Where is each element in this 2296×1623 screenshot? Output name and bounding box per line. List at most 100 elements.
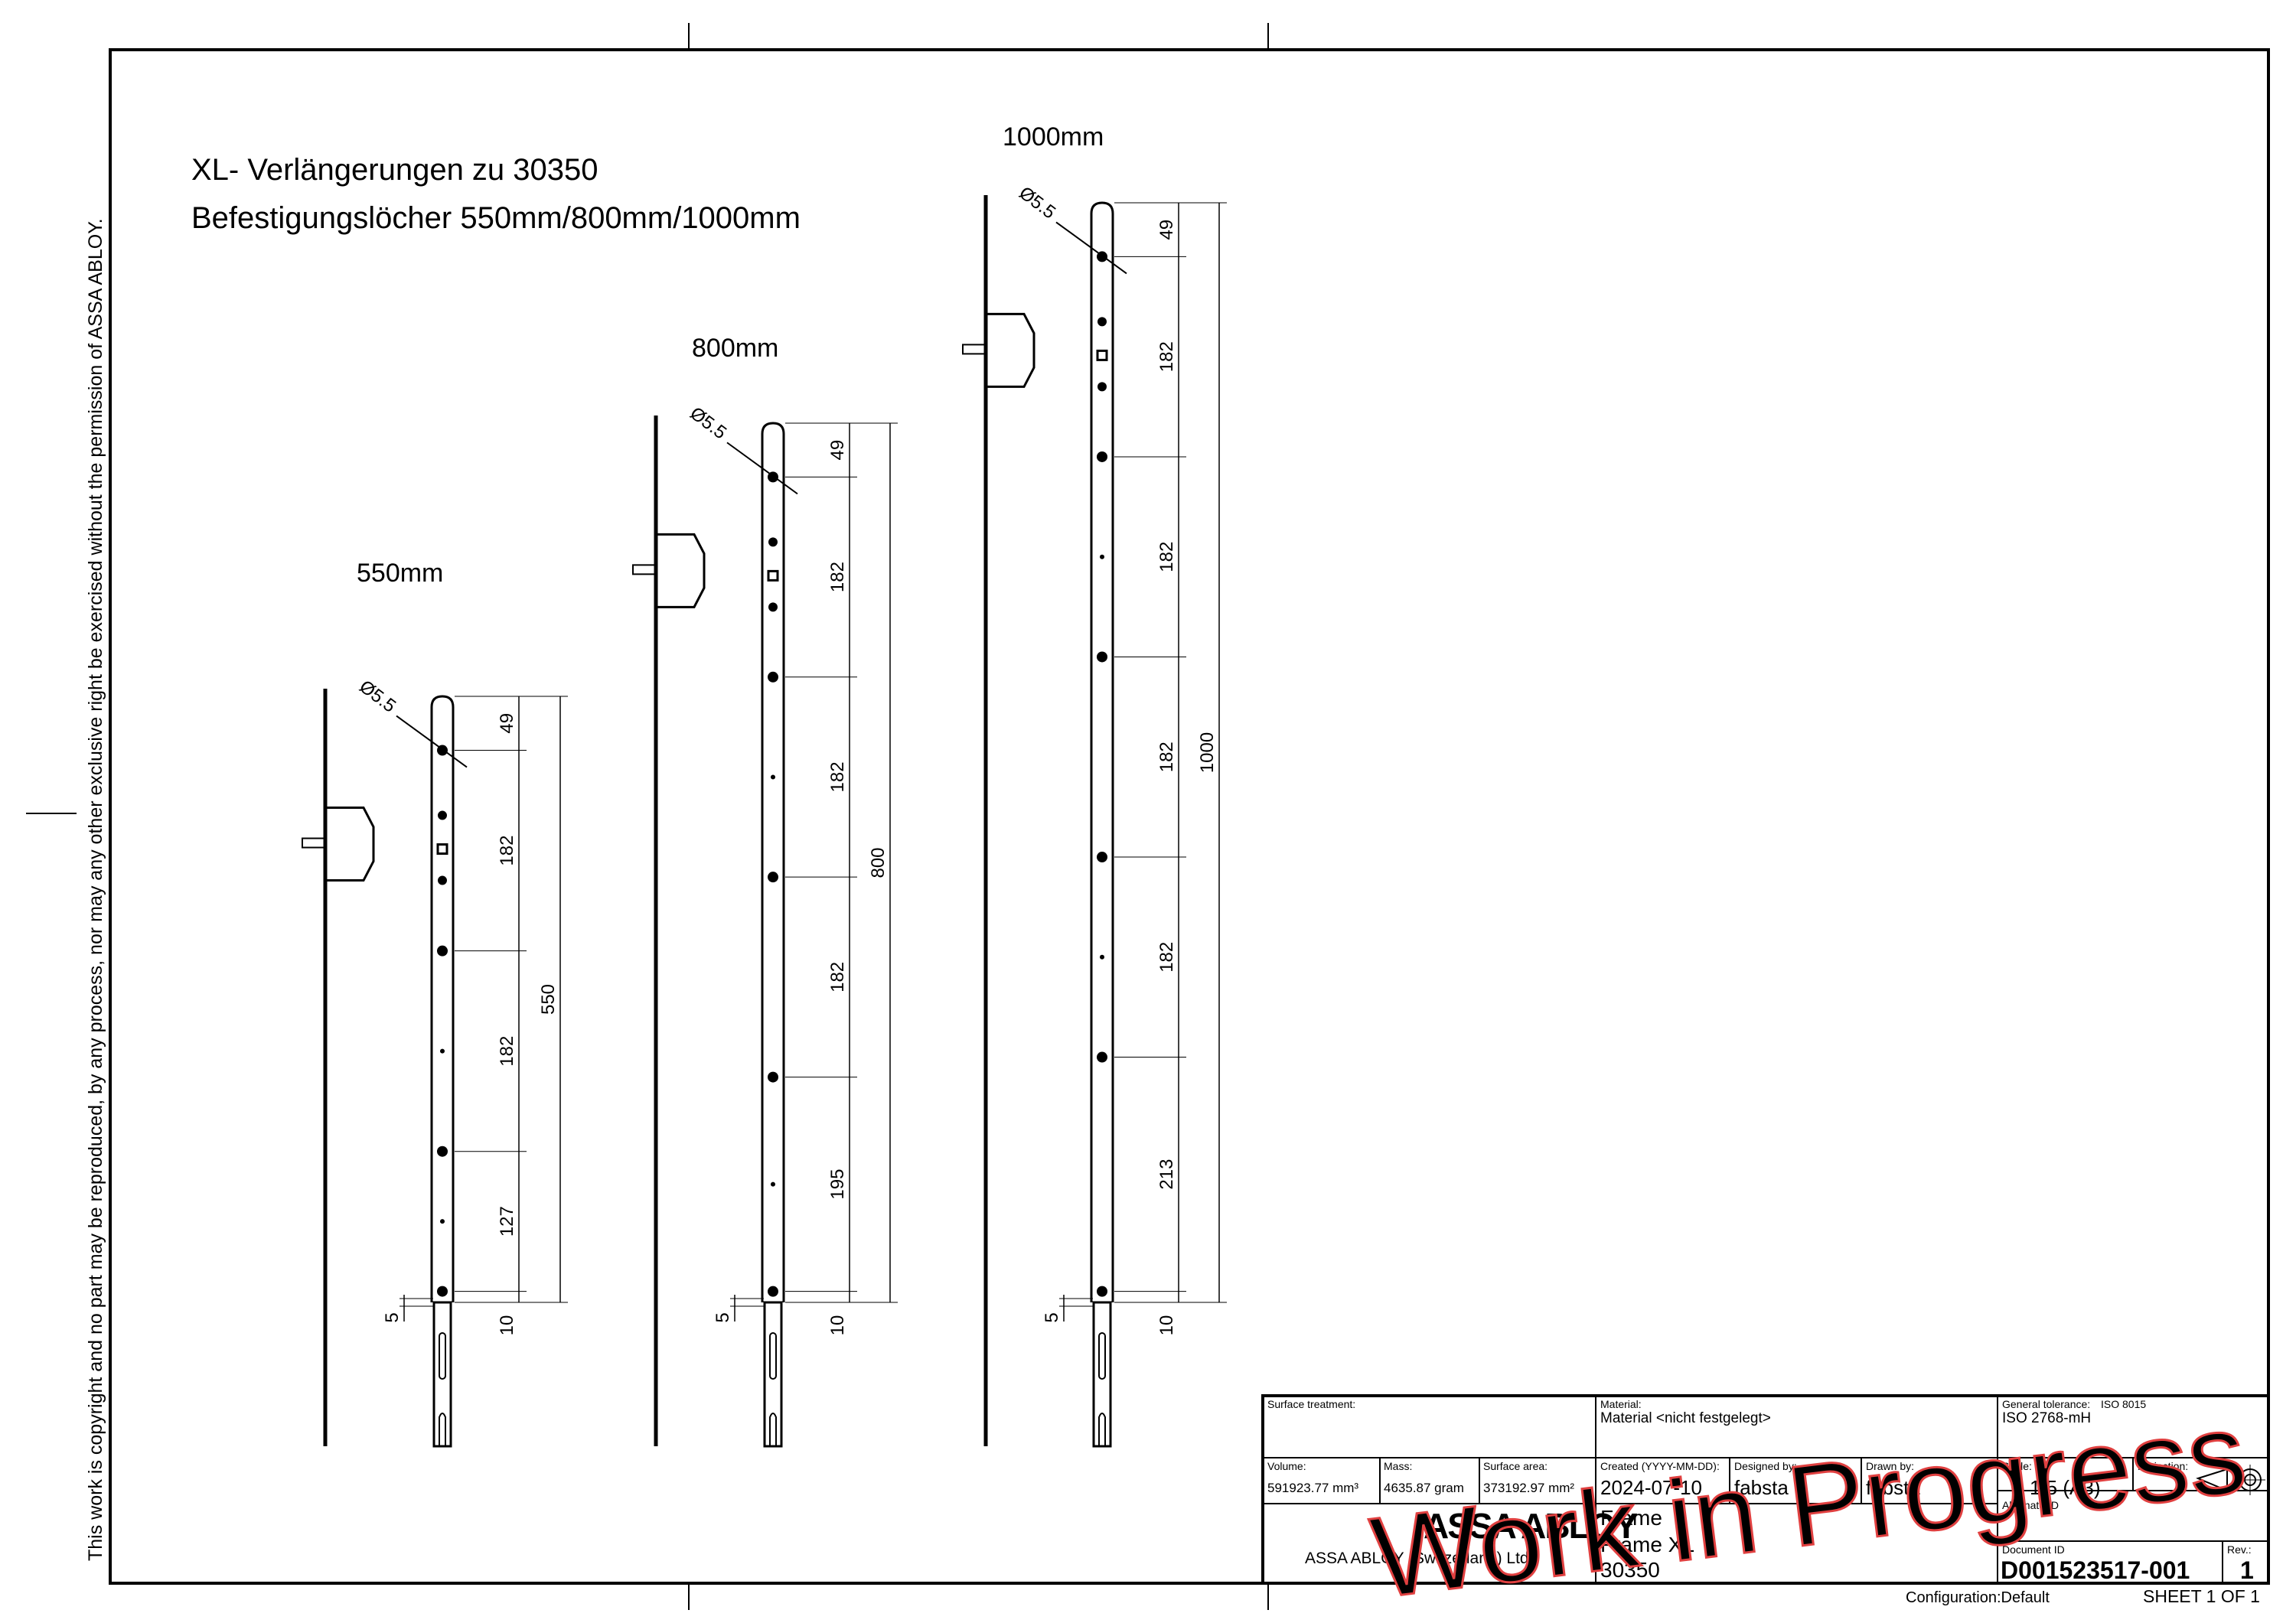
mounting-hole [1097, 852, 1107, 863]
dimension-value: 182 [1156, 341, 1177, 372]
hole-diameter-label: Ø5.5 [355, 676, 400, 717]
surface-area-value: 373192.97 mm² [1483, 1481, 1574, 1495]
side-view-fitting [325, 807, 375, 882]
mass-label: Mass: [1384, 1460, 1412, 1472]
tail-end-slot [439, 1413, 446, 1446]
mounting-hole [768, 671, 778, 683]
pilot-hole [771, 774, 775, 780]
title-block-border [1261, 1394, 2270, 1585]
dimension-value: 127 [497, 1206, 517, 1237]
side-view-pin [962, 344, 987, 355]
designed-by-label: Designed by: [1734, 1460, 1797, 1472]
dimension-value: 182 [827, 761, 848, 792]
front-view-bar [1090, 201, 1114, 1302]
created-value: 2024-07-10 [1600, 1476, 1702, 1499]
pilot-hole [440, 1048, 445, 1054]
drawn-by-label: Drawn by: [1866, 1460, 1914, 1472]
lock-square-hole [767, 569, 779, 582]
dimension-value: 49 [1156, 220, 1177, 240]
dimension-value: 182 [827, 962, 848, 992]
dimension-value: 49 [827, 440, 848, 461]
bar-tail-tab [1092, 1301, 1112, 1448]
projection-symbol-icon [2196, 1465, 2265, 1495]
pilot-hole [1100, 554, 1104, 559]
view-label: 800mm [692, 334, 778, 363]
pilot-hole [440, 1219, 445, 1224]
side-view-fitting [656, 533, 706, 608]
mounting-hole [1097, 1051, 1107, 1063]
lock-hole [1097, 382, 1107, 392]
tail-dimension-value: 5 [1042, 1312, 1062, 1322]
side-view-fitting [986, 312, 1035, 388]
volume-value: 591923.77 mm³ [1267, 1481, 1358, 1495]
tail-end-slot [1098, 1413, 1106, 1446]
lock-hole [768, 537, 778, 547]
volume-label: Volume: [1267, 1460, 1306, 1472]
drawing-name-line3: 30350 [1600, 1558, 1660, 1582]
alternate-id-label: Alternate ID [2002, 1499, 2059, 1511]
tail-dimension-value: 5 [713, 1312, 733, 1322]
surface-area-label: Surface area: [1483, 1460, 1548, 1472]
dimension-value: 195 [827, 1169, 848, 1200]
pilot-hole [1100, 954, 1104, 960]
diameter-leader [1055, 221, 1127, 275]
tail-slot [769, 1332, 777, 1380]
mounting-hole [768, 872, 778, 883]
mounting-hole [768, 1286, 778, 1297]
overall-dimension-value: 1000 [1197, 732, 1218, 773]
scale-label: Scale: [2002, 1460, 2032, 1472]
dimension-value: 49 [497, 713, 517, 734]
lock-square-hole [1096, 349, 1108, 361]
document-id-value: D001523517-001 [2001, 1556, 2190, 1584]
dimension-value: 182 [827, 562, 848, 592]
drawing-title-line1: XL- Verlängerungen zu 30350 [191, 153, 598, 187]
dimension-value: 10 [827, 1315, 848, 1336]
material-label: Material: [1600, 1398, 1642, 1410]
work-in-progress-watermark: Work in Progress [1365, 1387, 2252, 1622]
surface-treatment-label: Surface treatment: [1267, 1398, 1355, 1410]
mounting-hole [437, 1286, 448, 1297]
sheet-number: SHEET 1 OF 1 [2143, 1586, 2260, 1606]
overall-dimension-value: 550 [538, 984, 559, 1015]
scale-value: 1:5 (A3) [2030, 1476, 2101, 1499]
tolerance-value: ISO 2768-mH [2002, 1410, 2091, 1426]
front-view-bar [430, 695, 455, 1302]
side-view-pin [302, 837, 326, 849]
bar-tail-tab [432, 1301, 452, 1448]
view-label: 1000mm [1003, 122, 1104, 152]
dimension-value: 182 [1156, 542, 1177, 572]
side-view-pin [632, 564, 657, 575]
tail-end-slot [769, 1413, 777, 1446]
rev-value: 1 [2240, 1556, 2254, 1584]
drawing-name-line1: Frame [1600, 1506, 1662, 1530]
drawing-name-line2: Frame XL [1600, 1533, 1694, 1556]
diameter-leader [726, 442, 798, 495]
hole-diameter-label: Ø5.5 [1015, 183, 1059, 223]
drawing-title-line2: Befestigungslöcher 550mm/800mm/1000mm [191, 201, 801, 235]
mounting-hole [1097, 451, 1107, 462]
lock-hole [768, 602, 778, 612]
material-value: Material <nicht festgelegt> [1600, 1410, 1771, 1426]
diameter-leader [396, 715, 468, 768]
dimension-value: 10 [1156, 1315, 1177, 1336]
configuration-label: Configuration:Default [1906, 1589, 2050, 1606]
dimension-value: 182 [1156, 942, 1177, 973]
created-label: Created (YYYY-MM-DD): [1600, 1460, 1720, 1472]
view-label: 550mm [357, 559, 443, 588]
mounting-hole [437, 1146, 448, 1157]
dimension-value: 182 [497, 1036, 517, 1067]
iso-8015: ISO 8015 [2101, 1398, 2146, 1410]
company-name: ASSA ABLOY (Switzerland) Ltd. [1305, 1550, 1533, 1567]
rev-label: Rev.: [2227, 1543, 2252, 1556]
copyright-note: This work is copyright and no part may b… [85, 218, 106, 1561]
overall-dimension-value: 800 [868, 847, 889, 878]
mounting-hole [1097, 1286, 1107, 1297]
pilot-hole [771, 1181, 775, 1187]
general-tolerance-label: General tolerance: [2002, 1398, 2090, 1410]
dimension-value: 182 [497, 836, 517, 866]
mounting-hole [768, 1071, 778, 1083]
document-id-label: Document ID [2002, 1543, 2065, 1556]
lock-hole [1097, 317, 1107, 327]
